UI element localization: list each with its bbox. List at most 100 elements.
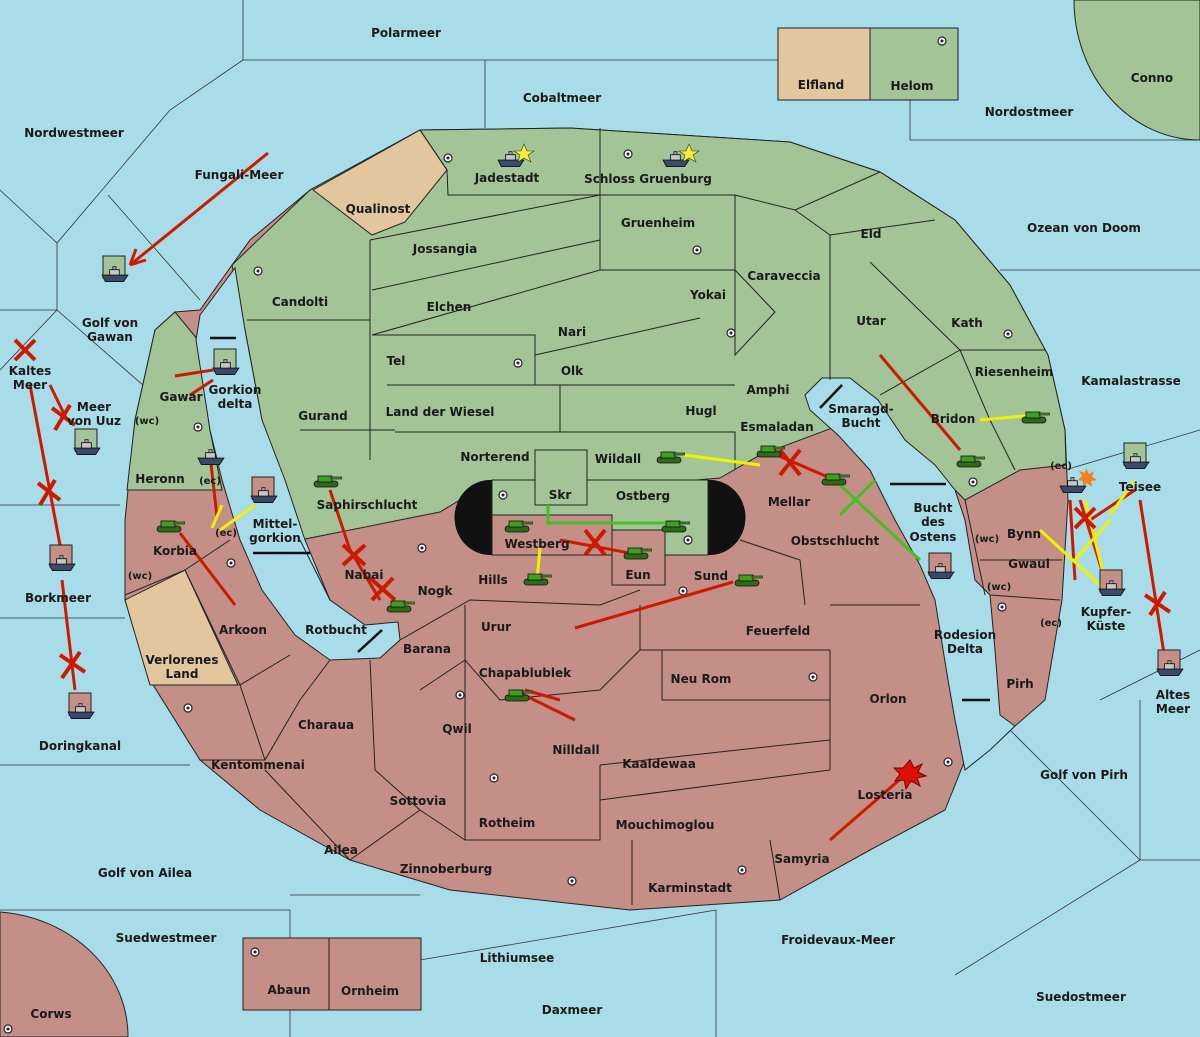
- province-verlorenes-land[interactable]: [124, 569, 239, 686]
- supply-center-icon: [943, 757, 953, 767]
- land-label: Mellar: [768, 495, 810, 509]
- star-icon: [513, 143, 535, 163]
- land-label: Westberg: [504, 537, 569, 551]
- land-label: Land: [166, 667, 199, 681]
- land-label: Pirh: [1006, 677, 1033, 691]
- sea-label: Kaltes: [9, 364, 52, 378]
- land-label: Sund: [694, 569, 728, 583]
- land-label: Heronn: [135, 472, 184, 486]
- land-label: Kupfer-: [1081, 605, 1131, 619]
- coast-label: (wc): [135, 416, 159, 427]
- land-label: Saphirschlucht: [317, 498, 418, 512]
- supply-centers: [3, 36, 1013, 1034]
- land-label: Qualinost: [346, 202, 411, 216]
- land-label: Bynn: [1007, 527, 1041, 541]
- land-label: Teisee: [1119, 480, 1161, 494]
- land-label: Gurand: [298, 409, 348, 423]
- sea-label: Daxmeer: [542, 1003, 603, 1017]
- supply-center-icon: [683, 535, 693, 545]
- sea-label: Rotbucht: [305, 623, 367, 637]
- sea-label: Delta: [947, 642, 983, 656]
- province-borders: [124, 128, 1062, 905]
- land-label: Karminstadt: [648, 881, 732, 895]
- sea-label: Bucht: [841, 416, 880, 430]
- land-label: Kaaldewaa: [622, 757, 696, 771]
- sea-label: Bucht: [913, 501, 952, 515]
- sea-label: Mittel-: [253, 517, 298, 531]
- land-label: Qwil: [442, 722, 472, 736]
- sea-label: Fungali-Meer: [195, 168, 284, 182]
- land-label: Wildall: [595, 452, 641, 466]
- sea-label: gorkion: [249, 531, 301, 545]
- supply-center-icon: [443, 153, 453, 163]
- land-label: Charaua: [298, 718, 354, 732]
- sea-label: Borkmeer: [25, 591, 91, 605]
- province-corws[interactable]: [0, 911, 129, 1037]
- supply-center-icon: [997, 602, 1007, 612]
- supply-center-icon: [567, 876, 577, 886]
- province-elfland[interactable]: [777, 27, 871, 101]
- sea-label: Meer: [77, 400, 111, 414]
- sea-label: Cobaltmeer: [523, 91, 601, 105]
- land-label: Caraveccia: [747, 269, 820, 283]
- sea-label: Polarmeer: [371, 26, 441, 40]
- supply-center-icon: [968, 477, 978, 487]
- land-label: Gwaul: [1008, 557, 1050, 571]
- supply-center-icon: [183, 703, 193, 713]
- sea-label: von Uuz: [67, 414, 121, 428]
- land-label: Utar: [856, 314, 886, 328]
- land-label: Gawar: [159, 390, 202, 404]
- supply-center-icon: [193, 422, 203, 432]
- province-skr[interactable]: [534, 449, 588, 506]
- land-labels: Elfland Helom Jadestadt Schloss Gruenbur…: [135, 78, 1161, 998]
- land-label: Rotheim: [479, 816, 536, 830]
- land-label: Gruenheim: [621, 216, 695, 230]
- land-label: Eun: [625, 568, 650, 582]
- coast-label: (wc): [987, 582, 1011, 593]
- sea-label: Meer: [1156, 702, 1190, 716]
- sea-label: Suedostmeer: [1036, 990, 1126, 1004]
- supply-center-icon: [692, 245, 702, 255]
- coast-label: (wc): [975, 534, 999, 545]
- land-label: Helom: [890, 79, 933, 93]
- land-label: Sottovia: [390, 794, 447, 808]
- supply-center-icon: [737, 865, 747, 875]
- sea-label: Lithiumsee: [480, 951, 555, 965]
- units: [48, 143, 1184, 719]
- land-label: Riesenheim: [975, 365, 1054, 379]
- sea-labels: Polarmeer Cobaltmeer Nordwestmeer Nordos…: [9, 26, 1190, 1021]
- supply-center-icon: [455, 690, 465, 700]
- supply-center-icon: [250, 947, 260, 957]
- sea-label: Golf von Pirh: [1040, 768, 1128, 782]
- province-ornheim[interactable]: [328, 937, 422, 1011]
- province-qualinost[interactable]: [312, 129, 448, 236]
- coast-labels: (wc) (ec) (ec) (wc) (ec) (wc) (wc) (ec): [128, 416, 1072, 629]
- sea-label: Kamalastrasse: [1081, 374, 1181, 388]
- land-label: Land der Wiesel: [386, 405, 495, 419]
- land-label: Esmaladan: [740, 420, 813, 434]
- land-label: Hills: [478, 573, 508, 587]
- supply-center-icon: [498, 490, 508, 500]
- land-label: Nilldall: [552, 743, 599, 757]
- coast-label: (ec): [1050, 461, 1072, 472]
- inner-water-east: [804, 377, 1016, 771]
- sea-label: Gawan: [87, 330, 133, 344]
- supply-center-icon: [678, 586, 688, 596]
- land-label: Barana: [403, 642, 451, 656]
- sea-label: Conno: [1131, 71, 1173, 85]
- supply-center-icon: [513, 358, 523, 368]
- land-label: Skr: [549, 488, 572, 502]
- land-label: Feuerfeld: [746, 624, 811, 638]
- land-label: Tel: [387, 354, 406, 368]
- sea-label: Golf von Ailea: [98, 866, 192, 880]
- land-label: Candolti: [272, 295, 328, 309]
- land-label: Nari: [558, 325, 586, 339]
- sea-label: des: [921, 515, 945, 529]
- supply-center-icon: [489, 773, 499, 783]
- land-label: Zinnoberburg: [400, 862, 492, 876]
- land-label: Jadestadt: [474, 171, 540, 185]
- province-conno[interactable]: [1073, 0, 1200, 141]
- supply-center-icon: [253, 266, 263, 276]
- failed-order-x-marks: [13, 338, 1172, 680]
